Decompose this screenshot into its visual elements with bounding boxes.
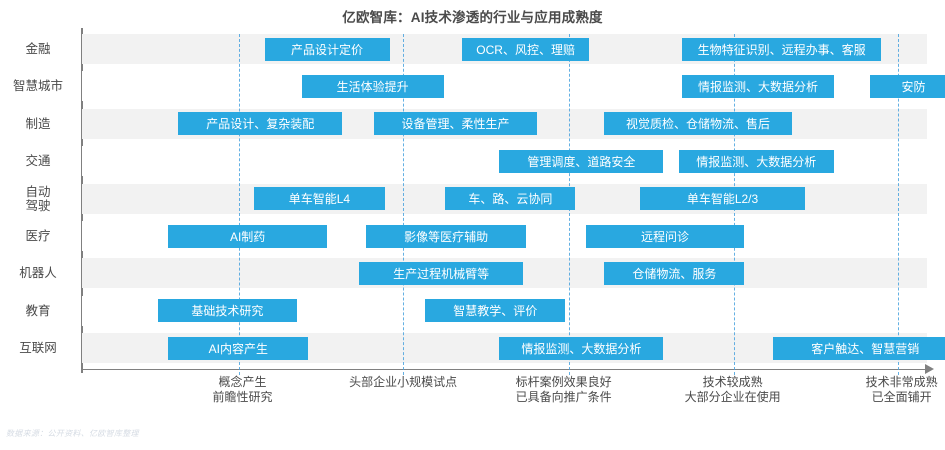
- row-label: 制造: [2, 117, 74, 131]
- row-label: 金融: [2, 42, 74, 56]
- bar-segment[interactable]: 产品设计定价: [264, 37, 390, 61]
- x-tick-label-line: 技术较成熟: [702, 375, 763, 389]
- row-label-line: 智慧城市: [12, 79, 63, 94]
- bar-segment[interactable]: 情报监测、大数据分析: [499, 336, 664, 360]
- bar-segment[interactable]: 产品设计、复杂装配: [178, 112, 343, 136]
- bar-segment[interactable]: 生产过程机械臂等: [359, 261, 524, 285]
- bar-segment[interactable]: 单车智能L2/3: [639, 187, 806, 211]
- row-label-line: 自动: [25, 184, 51, 199]
- gridline: [898, 34, 900, 375]
- x-tick-label-line: 前瞻性研究: [212, 390, 273, 404]
- x-tick-label-line: 技术非常成熟: [865, 375, 938, 389]
- bar-segment[interactable]: 远程问诊: [585, 224, 745, 248]
- x-tick-label-line: 大部分企业在使用: [684, 390, 781, 404]
- x-tick-label-line: 已具备向推广条件: [515, 390, 612, 404]
- bar-segment[interactable]: 车、路、云协同: [445, 187, 576, 211]
- bar-segment[interactable]: 生物特征识别、远程办事、客服: [681, 37, 882, 61]
- bar-segment[interactable]: 情报监测、大数据分析: [678, 149, 835, 173]
- source-note: 数据来源：公开资料、亿欧智库整理: [6, 429, 139, 438]
- bar-segment[interactable]: 单车智能L4: [254, 187, 385, 211]
- bar-segment[interactable]: 影像等医疗辅助: [365, 224, 527, 248]
- row-label-line: 驾驶: [25, 198, 51, 213]
- x-tick-label: 头部企业小规模试点: [313, 375, 493, 390]
- row-label-line: 金融: [25, 42, 51, 56]
- bar-segment[interactable]: 仓储物流、服务: [604, 261, 745, 285]
- x-tick-label: 概念产生前瞻性研究: [153, 375, 333, 405]
- row-label-line: 机器人: [19, 266, 57, 281]
- bar-segment[interactable]: AI内容产生: [168, 336, 309, 360]
- x-tick-label: 技术较成熟大部分企业在使用: [643, 375, 823, 405]
- row-label: 智慧城市: [2, 79, 74, 93]
- bar-segment[interactable]: 视觉质检、仓储物流、售后: [604, 112, 792, 136]
- gridline: [403, 34, 405, 375]
- x-tick-label: 技术非常成熟已全面铺开: [812, 375, 945, 405]
- row-label: 医疗: [2, 229, 74, 243]
- bar-segment[interactable]: OCR、风控、理赔: [462, 37, 589, 61]
- bar-segment[interactable]: 客户触达、智慧营销: [773, 336, 945, 360]
- row-label-line: 互联网: [19, 341, 57, 356]
- x-tick-label-line: 概念产生: [218, 375, 267, 389]
- row-label-line: 交通: [25, 154, 51, 169]
- bar-segment[interactable]: AI制药: [168, 224, 328, 248]
- gridline: [239, 34, 241, 375]
- x-tick-label: 标杆案例效果良好已具备向推广条件: [474, 375, 654, 405]
- row-label-line: 教育: [25, 303, 51, 318]
- x-axis-line: [82, 369, 927, 370]
- x-tick-label-line: 已全面铺开: [871, 390, 932, 404]
- bar-segment[interactable]: 安防: [869, 74, 945, 98]
- row-label-line: 制造: [25, 116, 51, 131]
- bar-segment[interactable]: 生活体验提升: [301, 74, 444, 98]
- bar-segment[interactable]: 设备管理、柔性生产: [374, 112, 537, 136]
- row-label: 教育: [2, 304, 74, 318]
- bar-segment[interactable]: 情报监测、大数据分析: [681, 74, 835, 98]
- chart-title: 亿欧智库：AI技术渗透的行业与应用成熟度: [342, 10, 603, 25]
- row-label: 互联网: [2, 341, 74, 355]
- bar-segment[interactable]: 基础技术研究: [158, 299, 297, 323]
- bar-segment[interactable]: 管理调度、道路安全: [499, 149, 664, 173]
- bar-segment[interactable]: 智慧教学、评价: [425, 299, 566, 323]
- row-label: 自动驾驶: [2, 185, 74, 213]
- row-label-line: 医疗: [25, 229, 51, 243]
- x-axis-arrow-icon: [925, 364, 934, 374]
- x-tick-label-line: 头部企业小规模试点: [349, 375, 458, 389]
- x-tick-label-line: 标杆案例效果良好: [515, 375, 612, 389]
- row-label: 机器人: [2, 266, 74, 280]
- row-label: 交通: [2, 154, 74, 168]
